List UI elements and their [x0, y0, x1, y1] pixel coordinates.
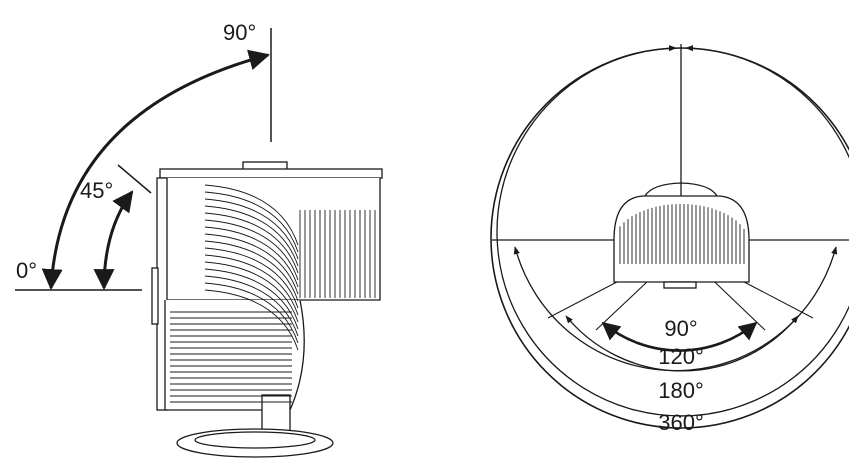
blade-rib [204, 268, 299, 330]
blade-rib [204, 226, 299, 288]
blade-rib [204, 233, 299, 295]
oscillation-spread-diagram: 90° 120° 180° 360° [490, 44, 849, 435]
arc-90 [601, 321, 758, 352]
blade-rib [204, 219, 299, 281]
arc-360 [496, 45, 849, 417]
tilt-angle-diagram: 0° 45° 90° [15, 20, 383, 458]
blade-rib [204, 247, 299, 309]
forty-five-degree-arc [93, 190, 134, 291]
blade-rib [204, 275, 299, 337]
spread-label-120: 120° [658, 344, 704, 369]
blade-rib [204, 184, 299, 246]
blade-rib [204, 254, 299, 316]
blade-rib [204, 198, 299, 260]
blade-rib [204, 240, 299, 302]
angle-label-0: 0° [16, 258, 37, 283]
fan-side-illustration [151, 161, 383, 458]
ninety-degree-arc [41, 49, 271, 291]
spread-label-180: 180° [658, 378, 704, 403]
blade-rib [204, 205, 299, 267]
fan-top-illustration [613, 182, 750, 289]
blade-rib [204, 289, 299, 351]
blade-rib [204, 212, 299, 274]
forty-five-degree-tick [117, 164, 152, 194]
spread-label-360: 360° [658, 410, 704, 435]
spread-label-90: 90° [664, 316, 697, 341]
blade-rib [204, 261, 299, 323]
blade-rib [204, 191, 299, 253]
blade-rib [204, 282, 299, 344]
angle-label-45: 45° [80, 178, 113, 203]
angle-label-90: 90° [223, 20, 256, 45]
arc-120 [565, 315, 799, 372]
fan-top-grille-lines [619, 204, 745, 264]
fan-grille-lines [170, 184, 376, 403]
